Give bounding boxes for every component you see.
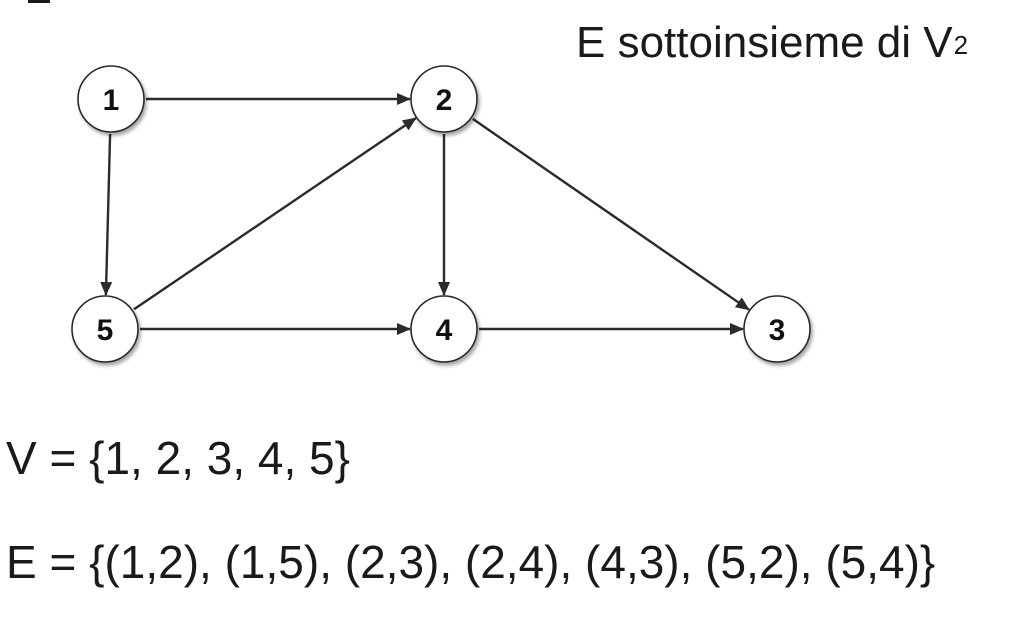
edge-2-3 [472, 117, 750, 311]
node-4: 4 [410, 295, 478, 363]
subset-title: E sottoinsieme di V2 [576, 18, 968, 68]
subset-title-text: E sottoinsieme di V [576, 18, 953, 67]
node-5-circle [71, 295, 139, 363]
edge-1-5 [100, 133, 113, 296]
node-1: 1 [77, 65, 145, 133]
node-1-label: 1 [103, 84, 120, 117]
node-4-label: 4 [436, 314, 453, 347]
node-2: 2 [410, 65, 478, 133]
node-2-label: 2 [436, 84, 453, 117]
directed-graph: 1 2 3 4 5 [71, 65, 811, 363]
edge-5-2 [133, 117, 417, 311]
edges-layer [100, 93, 750, 335]
node-3-circle [743, 295, 811, 363]
corner-mark [28, 0, 50, 3]
subset-title-exponent: 2 [953, 30, 969, 60]
edge-set-definition: E = {(1,2), (1,5), (2,3), (2,4), (4,3), … [6, 536, 936, 588]
node-1-circle [77, 65, 145, 133]
nodes-layer: 1 2 3 4 5 [71, 65, 811, 363]
vertex-set-definition: V = {1, 2, 3, 4, 5} [6, 432, 350, 484]
node-4-circle [410, 295, 478, 363]
node-3-label: 3 [769, 314, 786, 347]
node-3: 3 [743, 295, 811, 363]
node-2-circle [410, 65, 478, 133]
node-5-label: 5 [97, 314, 114, 347]
node-5: 5 [71, 295, 139, 363]
